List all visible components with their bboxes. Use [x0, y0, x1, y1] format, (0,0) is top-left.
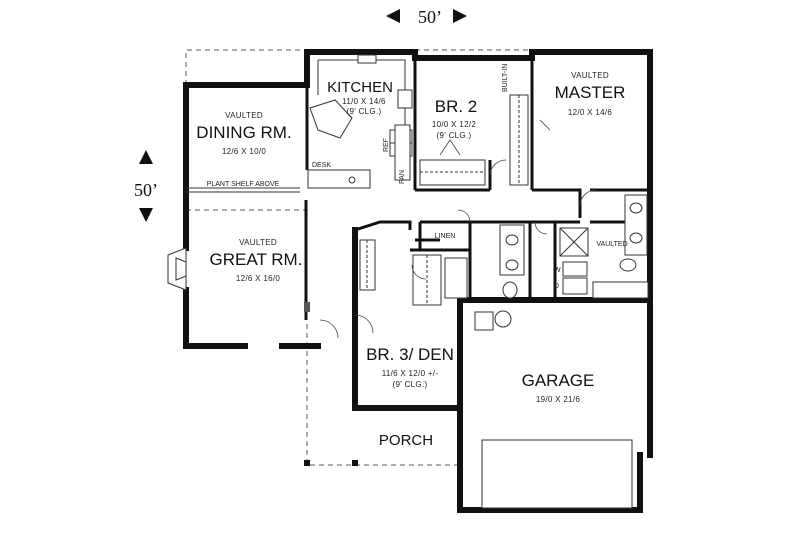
down-arrow-icon [139, 208, 153, 222]
br2-name: BR. 2 [435, 97, 478, 116]
porch-posts [304, 302, 358, 466]
master-size: 12/0 X 14/6 [568, 108, 612, 117]
left-arrow-icon [386, 9, 400, 23]
room-master: VAULTED MASTER 12/0 X 14/6 [555, 71, 626, 117]
great-room-name: GREAT RM. [210, 250, 303, 269]
door-swings [319, 119, 597, 339]
dining-vaulted-note: VAULTED [225, 111, 263, 120]
garage-size: 19/0 X 21/6 [536, 395, 580, 404]
depth-label: 50’ [134, 180, 158, 200]
pantry-label: PAN [399, 170, 406, 184]
built-in-label: BUILT-IN [502, 64, 509, 92]
bathroom-fixtures [444, 194, 649, 331]
dining-room-name: DINING RM. [196, 123, 291, 142]
refrigerator-label: REF [383, 138, 390, 152]
depth-dimension: 50’ [134, 150, 158, 222]
linen-label: LINEN [435, 233, 456, 240]
kitchen-ceiling: (9' CLG.) [347, 107, 382, 116]
dryer-label: D [554, 283, 559, 290]
room-kitchen: KITCHEN 11/0 X 14/6 (9' CLG.) [327, 79, 393, 116]
great-room-size: 12/6 X 16/0 [236, 274, 280, 283]
kitchen-size: 11/0 X 14/6 [342, 97, 386, 106]
br3-ceiling: (9' CLG.) [393, 380, 428, 389]
roof-overhang-lines [185, 49, 532, 466]
fireplace [167, 247, 187, 291]
master-vaulted-note: VAULTED [571, 71, 609, 80]
br2-size: 10/0 X 12/2 [432, 120, 476, 129]
br3-size: 11/6 X 12/0 +/- [382, 369, 439, 378]
garage-name: GARAGE [522, 371, 595, 390]
room-great: VAULTED GREAT RM. 12/6 X 16/0 [210, 238, 303, 283]
washer-label: W [554, 267, 561, 274]
room-porch: PORCH [379, 432, 433, 449]
exterior-walls [183, 49, 653, 513]
desk-label: DESK [312, 162, 331, 169]
room-garage: GARAGE 19/0 X 21/6 [522, 371, 595, 404]
right-arrow-icon [453, 9, 467, 23]
room-dining: VAULTED DINING RM. 12/6 X 10/0 [196, 111, 291, 156]
room-br3-den: BR. 3/ DEN 11/6 X 12/0 +/- (9' CLG.) [366, 345, 454, 389]
up-arrow-icon [139, 150, 153, 164]
closets [359, 94, 529, 306]
kitchen-counters [186, 54, 413, 193]
width-dimension: 50’ [386, 7, 467, 27]
garage-door [481, 439, 633, 509]
kitchen-name: KITCHEN [327, 79, 393, 96]
bath-vaulted-label: VAULTED [596, 241, 627, 248]
interior-walls [304, 58, 650, 320]
porch-name: PORCH [379, 432, 433, 449]
master-name: MASTER [555, 83, 626, 102]
great-vaulted-note: VAULTED [239, 238, 277, 247]
plant-shelf-label: PLANT SHELF ABOVE [207, 181, 280, 188]
br3-name: BR. 3/ DEN [366, 345, 454, 364]
room-br2: BR. 2 10/0 X 12/2 (9' CLG.) [432, 97, 477, 140]
dining-room-size: 12/6 X 10/0 [222, 147, 266, 156]
width-label: 50’ [418, 7, 442, 27]
br2-ceiling: (9' CLG.) [437, 131, 472, 140]
